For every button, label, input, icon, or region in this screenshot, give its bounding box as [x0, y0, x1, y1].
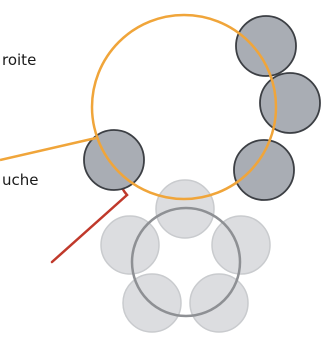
- label-left: uche: [2, 171, 39, 189]
- dark-bead-top-right: [235, 15, 297, 77]
- dark-bead-right: [259, 72, 321, 134]
- light-bead-bottom-right: [189, 273, 249, 333]
- label-right: roite: [2, 51, 36, 69]
- dark-bead-bottom-right: [233, 139, 295, 201]
- light-thread-ring: [130, 206, 242, 318]
- light-bead-left: [100, 215, 160, 275]
- light-bead-ring: [100, 179, 271, 333]
- orange-thread-loop: [90, 13, 278, 201]
- orange-thread-tail: [0, 136, 97, 162]
- light-bead-right: [211, 215, 271, 275]
